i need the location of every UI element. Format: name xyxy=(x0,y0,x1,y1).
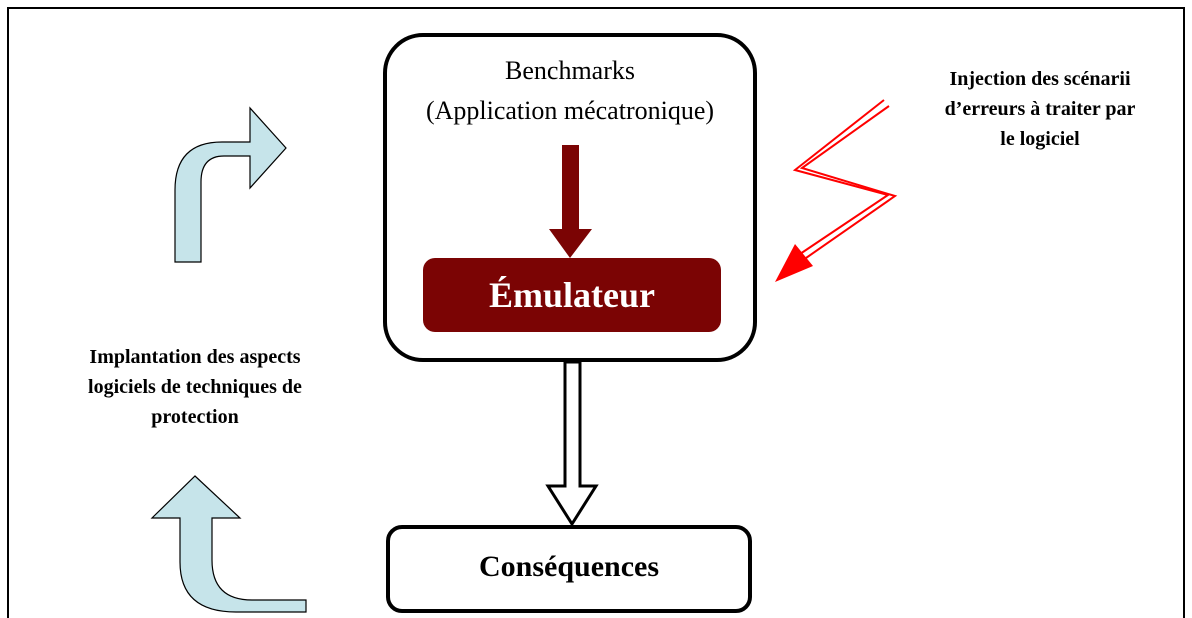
inner-down-arrow xyxy=(549,145,592,258)
protection-label-line-2: logiciels de techniques de xyxy=(88,376,302,398)
protection-label-line-3: protection xyxy=(151,406,239,428)
frame-right-border xyxy=(1183,7,1185,618)
lightning-arrow xyxy=(792,99,898,259)
injection-label-line-1: Injection des scénarii xyxy=(949,68,1131,90)
curved-arrow-right xyxy=(174,106,287,263)
benchmarks-subtitle: (Application mécatronique) xyxy=(425,96,715,125)
emulator-box xyxy=(423,258,721,332)
benchmarks-title: Benchmarks xyxy=(505,56,635,85)
curved-arrow-up xyxy=(150,475,307,613)
hollow-down-arrow xyxy=(545,360,599,527)
injection-label-line-3: le logiciel xyxy=(1000,128,1080,150)
injection-label-line-2: d’erreurs à traiter par xyxy=(944,98,1136,120)
lightning-arrowhead xyxy=(775,244,813,282)
injection-label: Injection des scénarii d’erreurs à trait… xyxy=(900,64,1180,154)
consequences-box xyxy=(386,525,752,613)
frame-top-border xyxy=(7,7,1185,9)
protection-label-line-1: Implantation des aspects xyxy=(89,346,301,368)
emulator-label: Émulateur xyxy=(489,275,655,315)
consequences-label: Conséquences xyxy=(478,550,659,583)
protection-label: Implantation des aspects logiciels de te… xyxy=(40,342,350,432)
frame-left-border xyxy=(7,7,9,618)
